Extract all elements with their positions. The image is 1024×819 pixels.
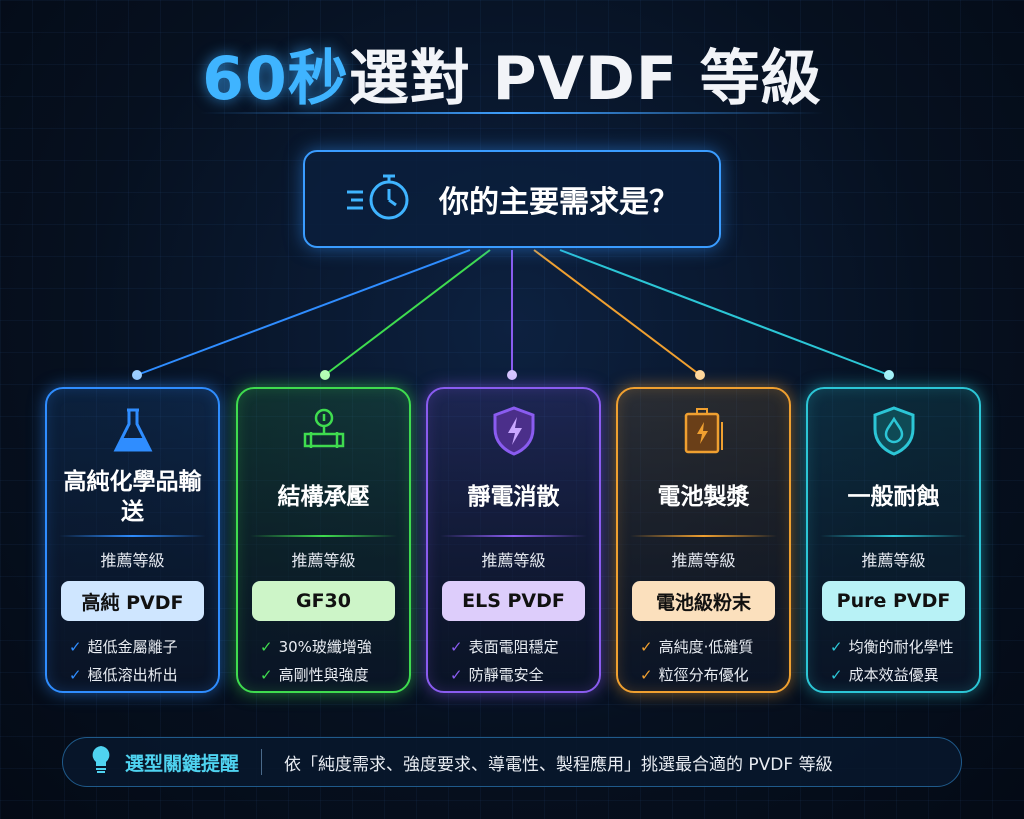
card-divider (59, 535, 206, 537)
title-highlight: 60秒 (202, 44, 349, 114)
check-icon: ✓ (450, 666, 463, 684)
question-text: 你的主要需求是？ (439, 185, 679, 220)
feature-item: ✓ 極低溶出析出 (69, 661, 218, 689)
feature-text: 成本效益優異 (848, 666, 939, 684)
check-icon: ✓ (450, 638, 463, 656)
check-icon: ✓ (640, 638, 653, 656)
connector-dot (507, 370, 517, 380)
connector-dot (320, 370, 330, 380)
card-divider (250, 535, 397, 537)
connector-line (533, 249, 701, 376)
feature-item: ✓ 粒徑分布優化 (640, 661, 789, 689)
feature-text: 高剛性與強度 (278, 666, 369, 684)
feature-item: ✓ 高剛性與強度 (260, 661, 409, 689)
question-box: 你的主要需求是？ (303, 150, 721, 248)
title-text: 選對 PVDF 等級 (348, 44, 822, 114)
grade-badge: ELS PVDF (442, 581, 585, 621)
grade-card: 高純化學品輸送 推薦等級 高純 PVDF ✓ 超低金屬離子 ✓ 極低溶出析出 (45, 387, 220, 693)
grade-badge: Pure PVDF (822, 581, 965, 621)
connector-dot (884, 370, 894, 380)
check-icon: ✓ (830, 666, 843, 684)
pipe-gauge-icon (238, 403, 409, 459)
grade-badge: 高純 PVDF (61, 581, 204, 621)
feature-text: 均衡的耐化學性 (848, 638, 954, 656)
check-icon: ✓ (260, 638, 273, 656)
connector-line (324, 249, 491, 376)
feature-text: 高純度‧低雜質 (658, 638, 754, 656)
feature-item: ✓ 成本效益優異 (830, 661, 979, 689)
feature-item: ✓ 30%玻纖增強 (260, 633, 409, 661)
feature-text: 防靜電安全 (468, 666, 544, 684)
battery-bolt-icon (618, 403, 789, 459)
card-title: 結構承壓 (277, 484, 370, 510)
feature-item: ✓ 超低金屬離子 (69, 633, 218, 661)
page-title: 60秒選對 PVDF 等級 (0, 30, 1024, 117)
card-title: 電池製漿 (657, 484, 750, 510)
card-title: 高純化學品輸送 (63, 469, 202, 525)
recommended-label: 推薦等級 (481, 551, 546, 570)
shield-drop-icon (808, 403, 979, 459)
card-divider (440, 535, 587, 537)
card-divider (630, 535, 777, 537)
connector-line (559, 249, 890, 376)
feature-text: 超低金屬離子 (87, 638, 178, 656)
grade-badge: GF30 (252, 581, 395, 621)
tip-bar: 選型關鍵提醒 依「純度需求、強度要求、導電性、製程應用」挑選最合適的 PVDF … (62, 737, 962, 787)
recommended-label: 推薦等級 (100, 551, 165, 570)
feature-text: 表面電阻穩定 (468, 638, 559, 656)
feature-item: ✓ 防靜電安全 (450, 661, 599, 689)
tip-separator (261, 749, 263, 775)
check-icon: ✓ (830, 638, 843, 656)
recommended-label: 推薦等級 (861, 551, 926, 570)
check-icon: ✓ (640, 666, 653, 684)
check-icon: ✓ (260, 666, 273, 684)
feature-item: ✓ 表面電阻穩定 (450, 633, 599, 661)
recommended-label: 推薦等級 (671, 551, 736, 570)
grade-card: 電池製漿 推薦等級 電池級粉末 ✓ 高純度‧低雜質 ✓ 粒徑分布優化 (616, 387, 791, 693)
check-icon: ✓ (69, 666, 82, 684)
card-title: 一般耐蝕 (847, 484, 940, 510)
grade-card: 靜電消散 推薦等級 ELS PVDF ✓ 表面電阻穩定 ✓ 防靜電安全 (426, 387, 601, 693)
feature-item: ✓ 高純度‧低雜質 (640, 633, 789, 661)
title-divider (200, 112, 824, 114)
stopwatch-icon (345, 172, 417, 226)
grade-badge: 電池級粉末 (632, 581, 775, 621)
grade-card: 結構承壓 推薦等級 GF30 ✓ 30%玻纖增強 ✓ 高剛性與強度 (236, 387, 411, 693)
connector-dot (132, 370, 142, 380)
card-divider (820, 535, 967, 537)
card-title: 靜電消散 (467, 484, 560, 510)
feature-text: 極低溶出析出 (87, 666, 178, 684)
tip-text: 依「純度需求、強度要求、導電性、製程應用」挑選最合適的 PVDF 等級 (284, 754, 833, 775)
flask-icon (47, 403, 218, 459)
feature-text: 粒徑分布優化 (658, 666, 749, 684)
feature-item: ✓ 均衡的耐化學性 (830, 633, 979, 661)
recommended-label: 推薦等級 (291, 551, 356, 570)
tip-label: 選型關鍵提醒 (125, 752, 240, 775)
feature-text: 30%玻纖增強 (278, 638, 372, 656)
connector-dot (695, 370, 705, 380)
grade-card: 一般耐蝕 推薦等級 Pure PVDF ✓ 均衡的耐化學性 ✓ 成本效益優異 (806, 387, 981, 693)
shield-bolt-icon (428, 403, 599, 459)
connector-line (136, 249, 471, 376)
lightbulb-icon (91, 745, 111, 779)
check-icon: ✓ (69, 638, 82, 656)
